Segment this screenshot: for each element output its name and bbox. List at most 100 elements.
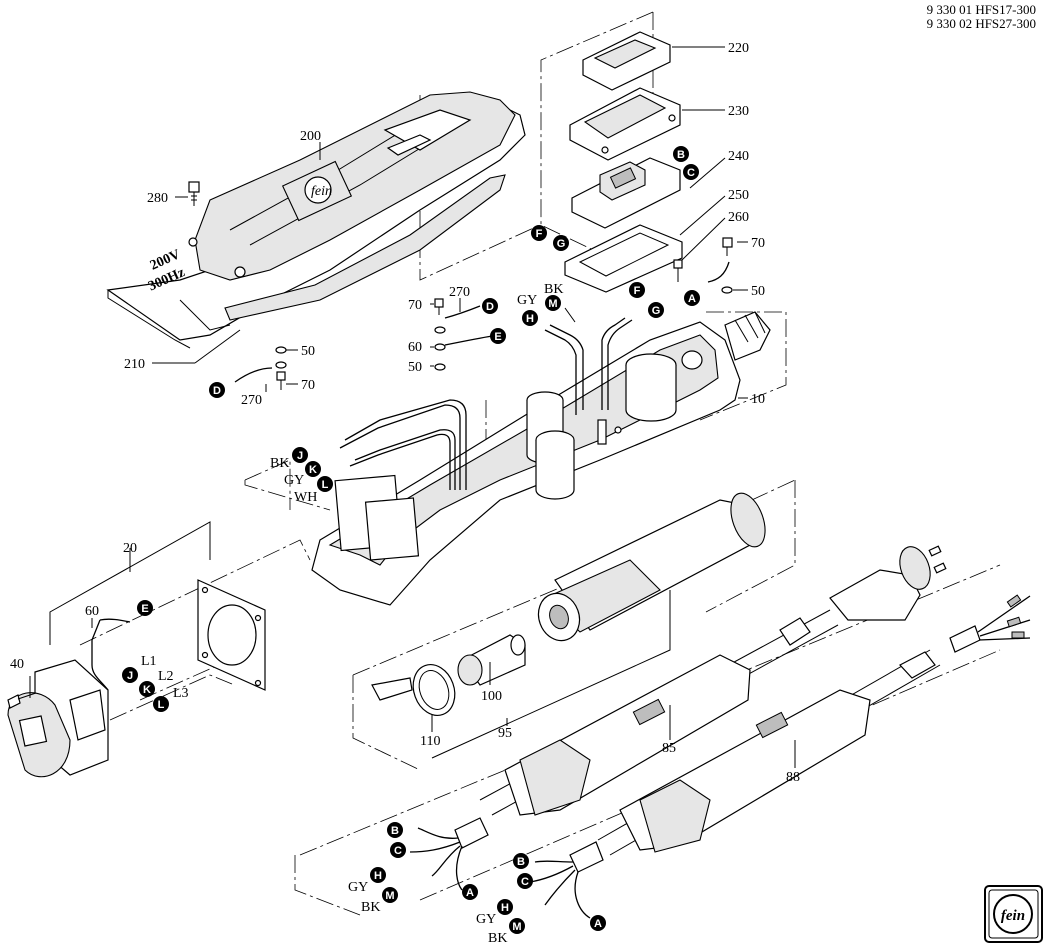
logo-text: fein bbox=[1001, 908, 1025, 924]
marker-f-left: F bbox=[531, 225, 547, 241]
wire-label-l3: L3 bbox=[173, 686, 189, 701]
switch-240 bbox=[571, 157, 681, 229]
label-95: 95 bbox=[498, 726, 512, 741]
handle-sleeve-95 bbox=[537, 492, 766, 642]
svg-text:F: F bbox=[536, 228, 543, 240]
label-250: 250 bbox=[728, 188, 749, 203]
label-270-mid: 270 bbox=[449, 285, 470, 300]
marker-g-right: G bbox=[648, 302, 664, 318]
marker-j-socket: J bbox=[122, 667, 138, 683]
svg-text:C: C bbox=[394, 845, 402, 857]
svg-text:D: D bbox=[486, 301, 494, 313]
switch-frame-250 bbox=[564, 224, 683, 293]
svg-text:L: L bbox=[322, 479, 329, 491]
label-85: 85 bbox=[662, 741, 676, 756]
svg-text:H: H bbox=[374, 870, 382, 882]
wire-label-bk-mid: BK bbox=[270, 456, 289, 471]
label-220: 220 bbox=[728, 41, 749, 56]
wire-label-wh-mid: WH bbox=[294, 490, 317, 505]
switch-seal-230 bbox=[569, 87, 681, 161]
svg-text:F: F bbox=[634, 285, 641, 297]
svg-text:M: M bbox=[512, 921, 521, 933]
label-100: 100 bbox=[481, 689, 502, 704]
svg-text:K: K bbox=[309, 464, 317, 476]
wire-label-bk-85: BK bbox=[361, 900, 380, 915]
marker-l-mid: L bbox=[317, 476, 333, 492]
label-10: 10 bbox=[751, 392, 765, 407]
wire-label-bk-top: BK bbox=[544, 282, 563, 297]
connector-100 bbox=[457, 634, 526, 686]
wire-label-l1: L1 bbox=[141, 654, 157, 669]
marker-m-88: M bbox=[509, 918, 525, 934]
svg-text:D: D bbox=[213, 385, 221, 397]
label-50-left: 50 bbox=[301, 344, 315, 359]
svg-text:H: H bbox=[526, 313, 534, 325]
svg-text:K: K bbox=[143, 684, 151, 696]
cable-88 bbox=[597, 649, 941, 856]
label-280: 280 bbox=[147, 191, 168, 206]
svg-text:A: A bbox=[466, 887, 474, 899]
svg-text:A: A bbox=[688, 293, 696, 305]
marker-e-mid: E bbox=[490, 328, 506, 344]
marker-g-left: G bbox=[553, 235, 569, 251]
screw-280-icon bbox=[188, 181, 200, 206]
marker-d-mid: D bbox=[482, 298, 498, 314]
marker-h-85: H bbox=[370, 867, 386, 883]
svg-text:B: B bbox=[517, 856, 525, 868]
wire-label-gy-top: GY bbox=[517, 293, 537, 308]
screw-40-icon bbox=[7, 692, 37, 709]
label-60-mid: 60 bbox=[408, 340, 422, 355]
cable-85 bbox=[479, 609, 839, 816]
ground-wire-top bbox=[707, 261, 730, 283]
catalog-code-2: 9 330 02 HFS27-300 bbox=[926, 16, 1036, 31]
marker-l-socket: L bbox=[153, 696, 169, 712]
marker-c-top: C bbox=[683, 164, 699, 180]
wire-label-l2: L2 bbox=[158, 669, 174, 684]
switch-cover-220 bbox=[582, 31, 671, 91]
marker-b-88: B bbox=[513, 853, 529, 869]
marker-f-right: F bbox=[629, 282, 645, 298]
marker-b-85: B bbox=[387, 822, 403, 838]
marker-a-85: A bbox=[462, 884, 478, 900]
marker-m-85: M bbox=[382, 887, 398, 903]
label-40: 40 bbox=[10, 657, 24, 672]
washer-50-top-icon bbox=[721, 286, 733, 294]
socket-assembly-20 bbox=[7, 659, 109, 778]
clamp-ring-110 bbox=[371, 664, 456, 716]
marker-k-mid: K bbox=[305, 461, 321, 477]
upper-housing-shell: fein 200V 300Hz bbox=[106, 91, 526, 349]
label-270-left: 270 bbox=[241, 393, 262, 408]
label-260: 260 bbox=[728, 210, 749, 225]
connection-markers: B C F G A D E M H F G D J K L E J K L B … bbox=[122, 146, 700, 934]
fein-logo: fein bbox=[984, 885, 1043, 943]
label-230: 230 bbox=[728, 104, 749, 119]
label-20: 20 bbox=[123, 541, 137, 556]
svg-text:M: M bbox=[548, 298, 557, 310]
svg-text:H: H bbox=[501, 902, 509, 914]
label-70-mid: 70 bbox=[408, 298, 422, 313]
marker-d-left: D bbox=[209, 382, 225, 398]
label-70-left: 70 bbox=[301, 378, 315, 393]
marker-b-top: B bbox=[673, 146, 689, 162]
part-labels: 220 230 240 250 260 70 50 200 280 210 50… bbox=[10, 41, 800, 785]
group-bracket-95 bbox=[431, 590, 671, 759]
svg-text:J: J bbox=[127, 670, 133, 682]
svg-text:fein: fein bbox=[311, 184, 332, 199]
label-210: 210 bbox=[124, 357, 145, 372]
marker-e-socket: E bbox=[137, 600, 153, 616]
svg-text:L: L bbox=[158, 699, 165, 711]
label-70-top: 70 bbox=[751, 236, 765, 251]
svg-text:B: B bbox=[391, 825, 399, 837]
leader-lines bbox=[29, 46, 796, 768]
marker-m-top: M bbox=[545, 295, 561, 311]
label-50-mid: 50 bbox=[408, 360, 422, 375]
small-hardware bbox=[275, 298, 446, 390]
marker-h-top: H bbox=[522, 310, 538, 326]
screw-260-icon bbox=[673, 259, 683, 282]
label-110: 110 bbox=[420, 734, 440, 749]
svg-text:J: J bbox=[297, 450, 303, 462]
label-88: 88 bbox=[786, 770, 800, 785]
svg-text:C: C bbox=[687, 167, 695, 179]
lower-housing-10 bbox=[311, 311, 771, 606]
